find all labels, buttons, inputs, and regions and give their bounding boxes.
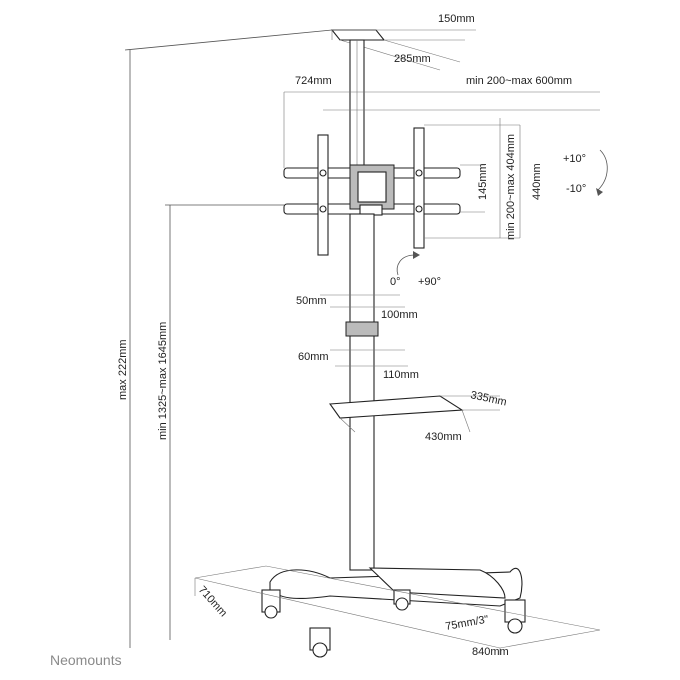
label-335mm: 335mm xyxy=(469,389,507,408)
label-50mm: 50mm xyxy=(296,295,327,307)
shelf xyxy=(328,395,500,433)
label-tilt-down: -10° xyxy=(566,183,586,195)
label-430mm: 430mm xyxy=(425,431,462,443)
mount-height-line xyxy=(165,204,284,640)
label-440mm: 440mm xyxy=(531,163,543,200)
caster-front-left xyxy=(261,589,281,619)
main-column xyxy=(345,213,379,571)
caster-back-left xyxy=(309,627,331,658)
floor-footprint xyxy=(194,565,601,655)
rotate-arrow xyxy=(396,251,420,276)
label-710mm: 710mm xyxy=(196,584,229,619)
label-vesa-horizontal: min 200~max 600mm xyxy=(466,75,572,87)
label-110mm: 110mm xyxy=(383,369,419,381)
caster-back xyxy=(393,589,411,611)
label-mount-height: min 1325~max 1645mm xyxy=(157,322,169,440)
label-tilt-up: +10° xyxy=(563,153,586,165)
tilt-arrow xyxy=(596,149,608,196)
ceiling-plate xyxy=(330,29,476,71)
label-rotate-end: +90° xyxy=(418,276,441,288)
label-724mm: 724mm xyxy=(295,75,332,87)
clamp-guides xyxy=(320,294,408,367)
label-145mm: 145mm xyxy=(477,163,489,200)
brand-logo: Neomounts xyxy=(50,652,122,668)
upper-column xyxy=(349,39,365,169)
label-285mm: 285mm xyxy=(394,53,431,65)
label-60mm: 60mm xyxy=(298,351,329,363)
label-150mm: 150mm xyxy=(438,13,475,25)
caster-right xyxy=(504,599,526,634)
label-vesa-vertical: min 200~max 404mm xyxy=(505,134,517,240)
label-rotate-start: 0° xyxy=(390,276,401,288)
label-caster: 75mm/3" xyxy=(444,614,489,633)
label-total-height: max 222mm xyxy=(117,339,129,400)
label-840mm: 840mm xyxy=(472,646,509,658)
label-100mm: 100mm xyxy=(381,309,418,321)
bracket-guides xyxy=(283,91,600,239)
total-height-line xyxy=(124,29,333,648)
